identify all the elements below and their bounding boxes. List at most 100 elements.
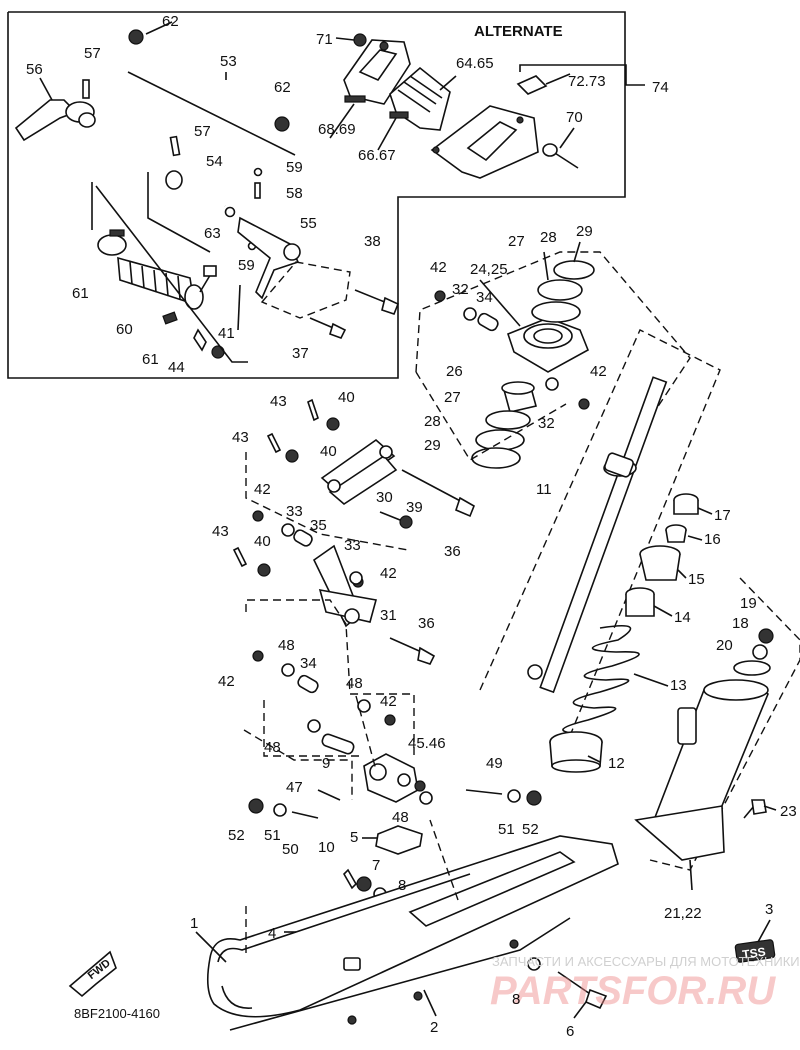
callout-64-65: 64.65 [456,55,494,72]
callout-74: 74 [652,79,669,96]
part-62-washer-b [274,116,290,132]
callout-48b: 48 [346,675,363,692]
part-72-73-clip [516,75,548,95]
callout-3: 3 [765,901,773,918]
diagram-code: 8BF2100-4160 [74,1006,160,1021]
callout-11: 11 [536,481,552,498]
callout-8a: 8 [398,877,406,894]
callout-13: 13 [670,677,687,694]
callout-42d: 42 [380,565,397,582]
callout-6: 6 [566,1023,574,1040]
part-34-collar-a [477,312,499,332]
callout-45-46: 45.46 [408,735,446,752]
part-48-bushing-c [307,719,321,733]
part-9-shaft [321,733,355,755]
callout-42e: 42 [218,673,235,690]
part-56-arm [14,99,96,142]
part-44-cotter [193,328,207,352]
callout-leaders [39,21,777,1019]
leader-e [243,729,353,800]
part-30-link [320,438,398,505]
callout-42a: 42 [430,259,447,276]
callout-40c: 40 [254,533,271,550]
callout-5: 5 [350,829,358,846]
leader-b [245,452,409,551]
callout-21-22: 21,22 [664,905,702,922]
part-27-seat-b [485,410,531,430]
callout-28a: 28 [540,229,557,246]
callout-9: 9 [322,755,330,772]
part-52-nut-a [526,790,542,806]
callout-18: 18 [732,615,749,632]
callout-38: 38 [364,233,381,250]
part-42-washer-e [252,650,264,662]
part-20-washer [733,660,771,676]
callout-7: 7 [372,857,380,874]
part-24-25-bracket [507,317,590,373]
callout-32a: 32 [452,281,469,298]
callout-43a: 43 [270,393,287,410]
part-27-seat-a [531,301,581,323]
callout-33a: 33 [286,503,303,520]
part-12-spring-seat [549,731,603,773]
part-16-bushing [665,524,687,543]
part-19-nut [758,628,774,644]
part-43-cotter-c [232,546,248,568]
part-42-washer-c [252,510,264,522]
part-43-cotter-a [307,398,319,422]
callout-42f: 42 [380,693,397,710]
part-48-bushing-a [281,663,295,677]
callout-27a: 27 [508,233,525,250]
leader-a [245,599,415,760]
callout-17: 17 [714,507,731,524]
part-5-wear-block [375,825,423,855]
callout-29a: 29 [576,223,593,240]
part-26-collar [501,381,537,413]
callout-66-67: 66.67 [358,147,396,164]
callout-14: 14 [674,609,691,626]
callout-50: 50 [282,841,299,858]
part-29-seat-a [553,260,595,280]
part-14-sleeve [625,587,655,617]
leader-c [263,700,360,757]
callout-40b: 40 [320,443,337,460]
callout-10: 10 [318,839,335,856]
callout-72-73: 72.73 [568,73,606,90]
leader-f [429,819,459,901]
callout-49: 49 [486,755,503,772]
part-7-nut [356,876,372,892]
part-40-nut-a [326,417,340,431]
shock-envelope-rod [479,329,721,761]
callout-62b: 62 [274,79,291,96]
callout-15: 15 [688,571,705,588]
fwd-arrow-icon: FWD [68,950,117,998]
callout-23: 23 [780,803,797,820]
part-32-bushing-b [545,377,559,391]
part-49-bolt [465,789,503,795]
part-31-link [312,544,378,628]
callout-47: 47 [286,779,303,796]
callout-54: 54 [206,153,223,170]
callout-43b: 43 [232,429,249,446]
decal-text: TSS [741,945,766,962]
part-63-ring [224,206,236,218]
callout-48d: 48 [392,809,409,826]
part-10-cotter [343,868,357,890]
watermark-tagline: ЗАПЧАСТИ И АКСЕССУАРЫ ДЛЯ МОТОТЕХНИКИ [492,954,800,969]
callout-48a: 48 [278,637,295,654]
part-6-bolt [557,971,608,1010]
alternate-box-title: ALTERNATE [474,23,563,40]
callout-34a: 34 [476,289,493,306]
part-28-seat-a [537,279,583,301]
callout-27b: 27 [444,389,461,406]
part-36-bolt-a [379,511,413,529]
part-48-bushing-d [419,791,433,805]
callout-56: 56 [26,61,43,78]
callout-26: 26 [446,363,463,380]
part-57-pin-a [82,79,90,99]
callout-36b: 36 [418,615,435,632]
part-2-skag [229,917,571,1031]
watermark-brand: PARTSFOR.RU [490,969,776,1013]
callout-labels: 1 2 3 4 5 6 7 8 8 9 10 11 12 13 14 15 16… [26,13,797,1040]
